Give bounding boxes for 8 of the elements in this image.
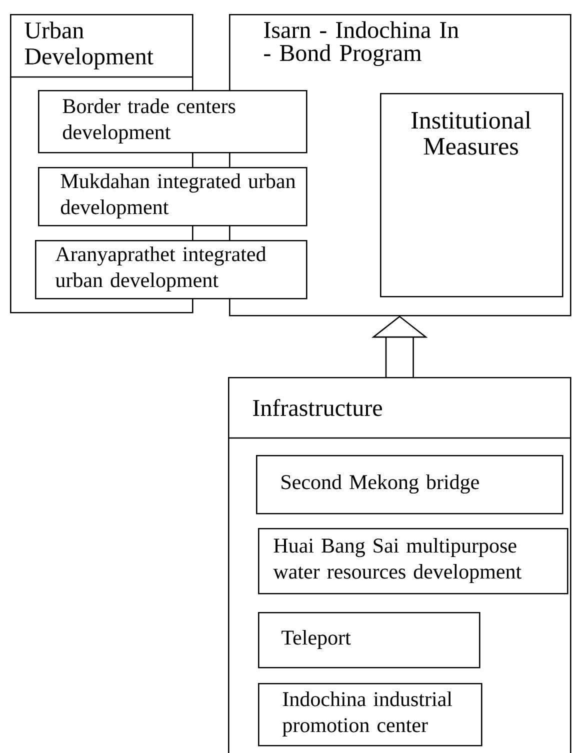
measure-box: Institutional Measures	[380, 93, 564, 298]
item-box: Huai Bang Sai multipurpose water resources development	[258, 528, 568, 594]
item-box: Border trade centers development	[38, 90, 308, 154]
item-box: Teleport	[258, 612, 480, 668]
item-box: Second Mekong bridge	[256, 455, 564, 514]
item-box: Indochina industrial promotion center	[258, 683, 482, 746]
item-box: Aranyaprathet integrated urban development	[35, 240, 308, 300]
item-box: Mukdahan integrated urban development	[38, 167, 308, 226]
